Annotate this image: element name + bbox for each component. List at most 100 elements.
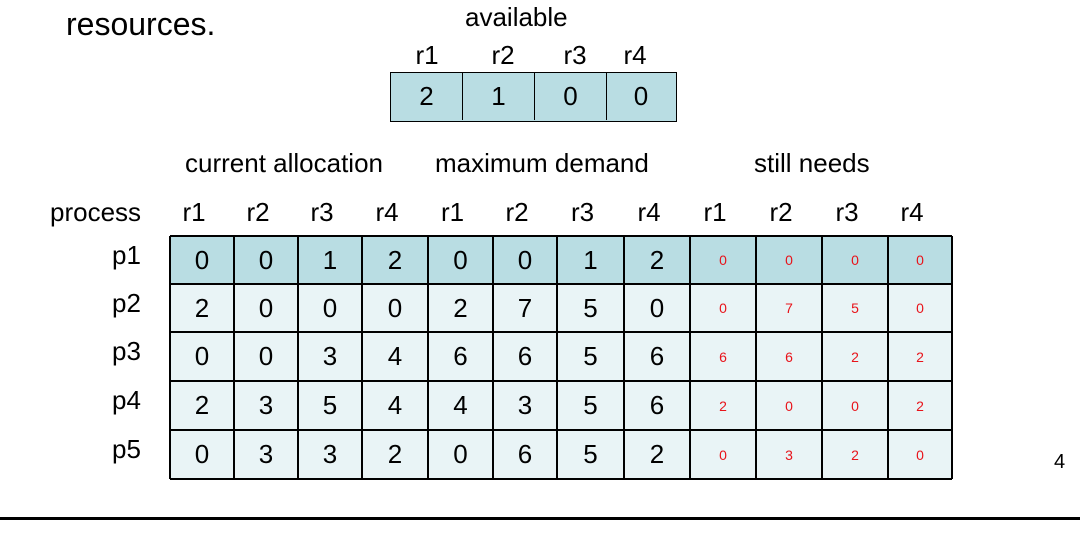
process-label-p4: p4	[112, 385, 141, 415]
allocation-cell: 0	[170, 332, 234, 381]
available-header-r2: r2	[491, 40, 515, 70]
maximum-cell: 5	[557, 284, 624, 332]
needs-cell: 0	[888, 284, 952, 332]
process-label-p2: p2	[112, 288, 141, 318]
allocation-cell: 3	[298, 332, 362, 381]
resource-header-r2: r2	[769, 197, 793, 227]
process-label-p5: p5	[112, 434, 141, 464]
bottom-rule	[0, 517, 1080, 520]
allocation-cell: 0	[298, 284, 362, 332]
allocation-cell: 0	[234, 236, 298, 284]
resource-header-r1: r1	[703, 197, 727, 227]
slide-text-resources: resources.	[66, 6, 216, 42]
maximum-cell: 0	[428, 236, 493, 284]
maximum-cell: 3	[493, 381, 557, 430]
maximum-cell: 0	[428, 430, 493, 479]
process-label-p3: p3	[112, 336, 141, 366]
table-grid-line	[361, 236, 363, 479]
allocation-cell: 0	[234, 332, 298, 381]
maximum-cell: 6	[493, 430, 557, 479]
table-grid-line	[297, 236, 299, 479]
allocation-cell: 0	[234, 284, 298, 332]
needs-cell: 2	[888, 381, 952, 430]
available-table: 2 1 0 0	[390, 72, 677, 122]
needs-cell: 7	[756, 284, 822, 332]
maximum-cell: 0	[624, 284, 690, 332]
maximum-cell: 5	[557, 430, 624, 479]
process-column-header: process	[50, 197, 142, 227]
maximum-cell: 5	[557, 381, 624, 430]
available-cell: 0	[633, 81, 649, 111]
needs-cell: 6	[756, 332, 822, 381]
needs-cell: 0	[822, 381, 888, 430]
maximum-cell: 6	[624, 332, 690, 381]
page-number: 4	[1054, 451, 1066, 473]
needs-cell: 0	[888, 430, 952, 479]
allocation-cell: 2	[170, 381, 234, 430]
needs-cell: 0	[756, 236, 822, 284]
needs-cell: 0	[822, 236, 888, 284]
table-grid-line	[170, 331, 952, 333]
needs-cell: 2	[822, 430, 888, 479]
needs-cell: 2	[690, 381, 756, 430]
available-cell: 0	[535, 73, 607, 120]
allocation-cell: 0	[362, 284, 428, 332]
maximum-cell: 1	[557, 236, 624, 284]
resource-header-r1: r1	[440, 197, 465, 227]
maximum-cell: 6	[493, 332, 557, 381]
needs-cell: 3	[756, 430, 822, 479]
needs-cell: 2	[822, 332, 888, 381]
resource-header-r1: r1	[182, 197, 206, 227]
resource-header-r2: r2	[505, 197, 529, 227]
needs-cell: 0	[690, 430, 756, 479]
table-grid-line	[821, 236, 823, 479]
group-header-still-needs: still needs	[754, 148, 870, 178]
table-grid-line	[951, 236, 953, 479]
allocation-cell: 1	[298, 236, 362, 284]
needs-cell: 2	[888, 332, 952, 381]
needs-cell: 0	[690, 236, 756, 284]
table-grid-line	[755, 236, 757, 479]
allocation-cell: 0	[170, 430, 234, 479]
table-grid-line	[170, 235, 952, 237]
needs-cell: 0	[690, 284, 756, 332]
needs-cell: 0	[756, 381, 822, 430]
resource-header-r2: r2	[246, 197, 270, 227]
table-grid-line	[170, 380, 952, 382]
maximum-cell: 0	[493, 236, 557, 284]
allocation-cell: 3	[298, 430, 362, 479]
resource-header-r4: r4	[375, 197, 399, 227]
group-header-current-allocation: current allocation	[185, 148, 383, 178]
process-label-p1: p1	[112, 240, 141, 270]
table-grid-line	[689, 236, 691, 479]
table-grid-line	[170, 283, 952, 285]
resource-header-r3: r3	[310, 197, 334, 227]
maximum-cell: 5	[557, 332, 624, 381]
table-grid-line	[887, 236, 889, 479]
maximum-cell: 2	[624, 236, 690, 284]
maximum-cell: 7	[493, 284, 557, 332]
table-grid-line	[233, 236, 235, 479]
maximum-cell: 2	[428, 284, 493, 332]
allocation-cell: 2	[170, 284, 234, 332]
available-title: available	[465, 2, 568, 32]
available-header-r3: r3	[563, 40, 587, 70]
allocation-cell: 2	[362, 430, 428, 479]
needs-cell: 5	[822, 284, 888, 332]
resource-header-r3: r3	[835, 197, 859, 227]
allocation-cell: 0	[170, 236, 234, 284]
allocation-cell: 3	[234, 430, 298, 479]
table-grid-line	[170, 478, 952, 480]
available-cell: 1	[463, 73, 535, 120]
table-grid-line	[492, 236, 494, 479]
needs-cell: 0	[888, 236, 952, 284]
resource-header-r4: r4	[900, 197, 924, 227]
allocation-cell: 3	[234, 381, 298, 430]
table-grid-line	[427, 236, 429, 479]
table-grid-line	[169, 236, 171, 479]
resource-header-r4: r4	[637, 197, 661, 227]
table-grid-line	[556, 236, 558, 479]
maximum-cell: 6	[624, 381, 690, 430]
allocation-cell: 4	[362, 332, 428, 381]
